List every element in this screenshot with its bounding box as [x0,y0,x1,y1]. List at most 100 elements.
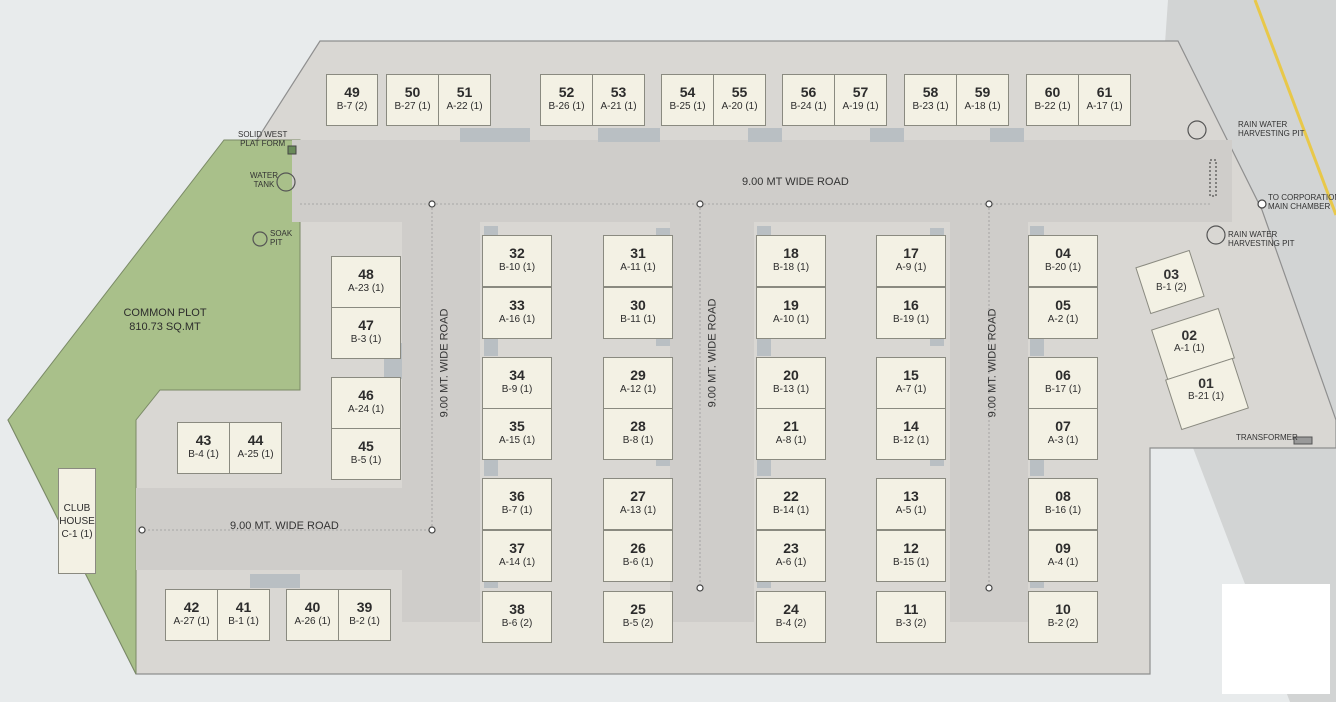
plot-number: 04 [1055,245,1071,261]
plot-number: 32 [509,245,525,261]
plot-code: B-23 (1) [912,101,949,112]
plot-code: B-16 (1) [1044,505,1082,516]
plot-number: 10 [1055,601,1071,617]
parking-strip [460,128,530,142]
road-node [138,526,146,534]
rain-water-pit-2-symbol [1206,225,1226,245]
parking-strip [250,574,300,588]
plot-01[interactable]: 01 B-21 (1) [1188,375,1224,402]
plot-code: B-14 (1) [772,505,810,516]
plot-03[interactable]: 03 B-1 (2) [1156,266,1187,293]
plot-number: 14 [903,418,919,434]
parking-strip [990,128,1024,142]
plot-number: 56 [800,84,817,100]
plot-number: 51 [456,84,473,100]
road-node [985,200,993,208]
plot-number: 20 [783,367,799,383]
plot-number: 60 [1044,84,1061,100]
plot-number: 45 [358,438,374,454]
plot-code: B-25 (1) [669,101,706,112]
plot-code: A-17 (1) [1086,101,1123,112]
plot-number: 27 [630,488,646,504]
plot-number: 54 [679,84,696,100]
plot-code: B-27 (1) [394,101,431,112]
plot-code: A-8 (1) [775,435,807,446]
plot-number: 29 [630,367,646,383]
plot-number: 01 [1198,375,1214,391]
plot-code: A-25 (1) [237,449,274,460]
plot-number: 48 [358,266,374,282]
plot-code: A-11 (1) [620,262,656,273]
plot-code: A-24 (1) [347,404,385,415]
plot-number: 25 [630,601,646,617]
plot-code: B-4 (1) [188,449,219,460]
plot-number: 52 [558,84,575,100]
plot-02[interactable]: 02 A-1 (1) [1174,327,1205,354]
plot-number: 40 [304,599,321,615]
plot-code: B-18 (1) [772,262,810,273]
club-house[interactable]: CLUB HOUSE C-1 (1) [58,468,96,574]
plot-number: 28 [630,418,646,434]
plot-code: A-21 (1) [600,101,637,112]
